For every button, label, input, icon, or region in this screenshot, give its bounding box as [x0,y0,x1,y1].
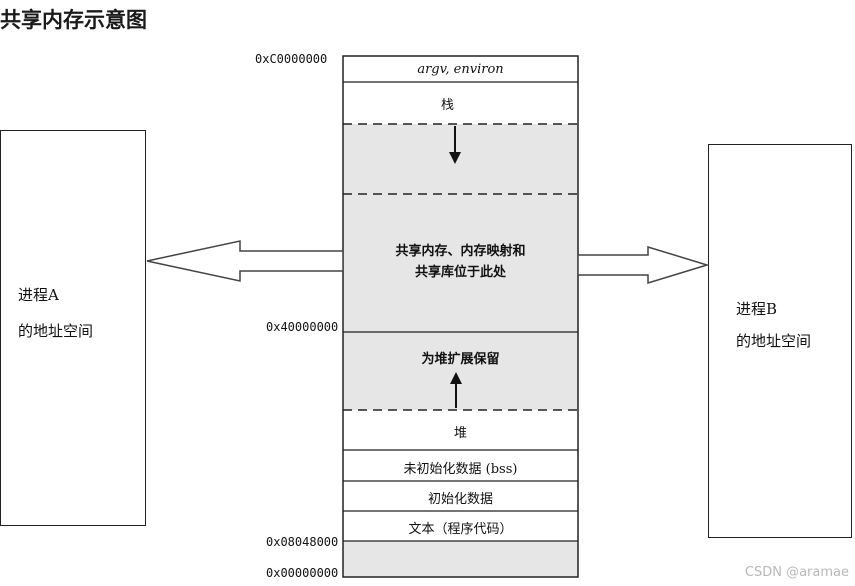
watermark: CSDN @aramae [744,565,849,580]
bottom-region [343,541,578,577]
segment-text: 文本（程序代码） [408,522,513,537]
memory-column-outline [342,55,579,578]
address-0x40000000: 0x40000000 [266,320,339,334]
shared-memory-region [343,194,578,332]
segment-bss: 未初始化数据 (bss) [403,462,518,477]
segment-initialized-data: 初始化数据 [427,492,493,507]
address-0x08048000: 0x08048000 [266,535,339,549]
process-a-name: 进程A [18,286,59,304]
stack-grow-down-arrow [449,126,461,164]
process-a-address-space: 的地址空间 [18,322,94,340]
process-b-address-space: 的地址空间 [736,332,812,350]
stack-growth-region [343,124,578,194]
process-a-box [0,130,146,526]
segment-heap-reserve: 为堆扩展保留 [421,352,500,367]
heap-grow-up-arrow [450,372,462,408]
arrow-to-process-a [146,240,344,282]
page-title: 共享内存示意图 [0,8,147,32]
address-0xc0000000: 0xC0000000 [255,52,328,66]
segment-stack: 栈 [440,98,454,113]
segment-shared-line2: 共享库位于此处 [414,265,506,280]
heap-reserve-region [343,332,578,410]
process-b-name: 进程B [736,300,778,318]
segment-shared-line1: 共享内存、内存映射和 [395,244,526,259]
segment-argv-environ: argv, environ [417,62,504,77]
process-b-box [708,144,852,538]
segment-heap: 堆 [453,426,467,441]
address-0x00000000: 0x00000000 [266,566,339,580]
arrow-to-process-b [577,245,710,285]
